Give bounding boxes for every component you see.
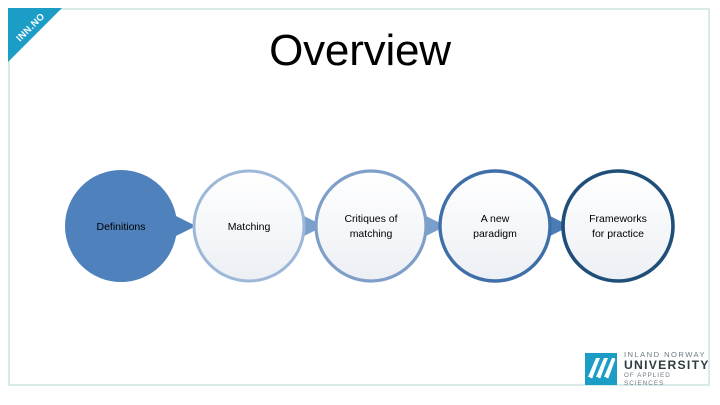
- page-title: Overview: [269, 26, 451, 75]
- process-node-2: [192, 169, 306, 283]
- inn-n-mark-icon: [585, 353, 617, 385]
- process-diagram: Definitions Matching Critiques of matchi…: [0, 150, 720, 310]
- process-node-4-label-line1: A new: [481, 213, 510, 225]
- process-node-4: [438, 169, 552, 283]
- process-node-2-label: Matching: [228, 221, 271, 233]
- logo-line-inland-norway: INLAND NORWAY: [624, 350, 706, 359]
- process-node-5-label-line1: Frameworks: [589, 213, 647, 225]
- process-node-1-label: Definitions: [96, 221, 145, 233]
- process-node-3-label-line2: matching: [350, 228, 393, 240]
- process-node-1: [65, 170, 177, 282]
- university-logo: INLAND NORWAY UNIVERSITY OF APPLIED SCIE…: [585, 350, 708, 387]
- logo-line-applied-sciences: OF APPLIED SCIENCES: [624, 372, 671, 387]
- process-node-4-label-line2: paradigm: [473, 228, 517, 240]
- process-node-3-label-line1: Critiques of: [344, 213, 397, 225]
- process-node-3: [314, 169, 428, 283]
- logo-line-university: UNIVERSITY: [624, 358, 710, 372]
- corner-triangle-icon: [8, 8, 62, 62]
- corner-flag: INN.NO: [8, 8, 62, 62]
- logo-wordmark: INLAND NORWAY UNIVERSITY OF APPLIED SCIE…: [624, 350, 710, 388]
- process-node-5-label-line2: for practice: [592, 228, 644, 240]
- process-node-5: [561, 169, 675, 283]
